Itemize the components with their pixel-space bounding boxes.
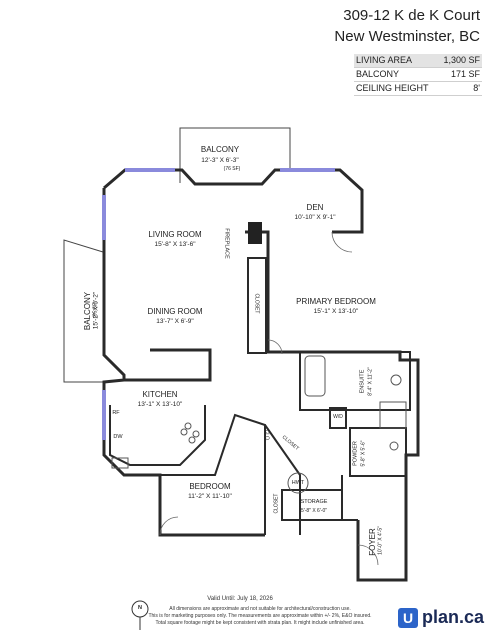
room-dim-den: 10'-10" X 9'-1"	[294, 214, 336, 221]
brand-logo-mark	[398, 608, 418, 628]
room-dim-living: 15'-8" X 13'-6"	[154, 241, 196, 248]
bathtub	[304, 355, 326, 397]
stats-row-balcony: BALCONY 171 SF	[354, 68, 482, 82]
room-name-bedroom: BEDROOM	[189, 482, 231, 491]
closet-label-1: CLOSET	[253, 293, 260, 314]
room-dim-ensuite: 8'-4" X 11'-2"	[367, 367, 374, 396]
dishwasher-label: DW	[113, 434, 123, 440]
room-area-balcony-top: (76 SF)	[223, 166, 241, 172]
room-name-kitchen: KITCHEN	[142, 390, 178, 399]
room-name-ensuite: ENSUITE	[359, 369, 366, 394]
refrigerator-label: RF	[112, 410, 120, 416]
foyer-walls	[341, 475, 358, 521]
room-dim-kitchen: 13'-1" X 13'-10"	[137, 401, 183, 408]
address-line-2: New Westminster, BC	[334, 28, 480, 45]
brand-logo-letter: U	[403, 610, 413, 626]
stove-burner-3	[184, 422, 192, 430]
exterior-wall-main	[103, 168, 364, 234]
closet-1-outline	[247, 257, 267, 354]
fireplace-label: FIREPLACE	[223, 228, 230, 259]
kitchen-sink	[111, 457, 129, 469]
hot-water-tank-label: HWT	[291, 480, 305, 486]
room-name-storage: STORAGE	[300, 499, 328, 505]
stats-row-living-area: LIVING AREA 1,300 SF	[354, 54, 482, 68]
closet-label-3: CLOSET	[273, 493, 280, 514]
room-name-dining: DINING ROOM	[147, 307, 203, 316]
stats-value: 1,300 SF	[443, 55, 480, 65]
ensuite-sink	[390, 374, 402, 386]
stats-label: LIVING AREA	[356, 55, 413, 65]
door-swing-den	[331, 231, 353, 253]
balcony-top-outline	[179, 127, 291, 183]
room-dim-powder: 5'-8" X 5'-6"	[360, 440, 367, 467]
bedroom-walls	[160, 413, 266, 535]
room-name-powder: POWDER	[352, 441, 359, 466]
stove-burner-1	[180, 428, 188, 436]
stats-label: CEILING HEIGHT	[356, 83, 429, 93]
valid-until-text: Valid Until: July 18, 2026	[207, 596, 273, 602]
wd-outline	[329, 407, 347, 429]
room-name-primary: PRIMARY BEDROOM	[296, 297, 376, 306]
brand-logo-text: plan.ca	[422, 607, 485, 627]
stats-value: 171 SF	[450, 69, 480, 79]
area-stats-table: LIVING AREA 1,300 SF BALCONY 171 SF CEIL…	[354, 54, 482, 96]
fireplace-block	[248, 222, 262, 244]
door-swing-foyer	[357, 544, 379, 566]
hwt-tank	[287, 472, 309, 494]
door-swing-bedroom	[159, 516, 179, 536]
room-name-living: LIVING ROOM	[148, 230, 202, 239]
stats-value: 8'	[473, 83, 480, 93]
room-dim-bedroom: 11'-2" X 11'-10"	[188, 493, 232, 500]
disclaimer-line-3: Total square footage might be kept consi…	[155, 620, 365, 626]
washer-dryer-label: W/D	[333, 414, 343, 420]
room-dim-foyer: 10'-0" X 4'-5"	[377, 526, 384, 555]
room-name-den: DEN	[306, 203, 324, 212]
room-dim-balcony-top: 12'-3" X 6'-3"	[201, 157, 239, 164]
stove-burner-2	[188, 436, 196, 444]
kitchen-counter	[109, 405, 206, 466]
powder-sink	[389, 441, 399, 451]
closet-label-clo: CLO.	[263, 429, 270, 442]
stove-burner-4	[192, 430, 200, 438]
disclaimer-line-1: All dimensions are approximate and not s…	[169, 606, 351, 612]
disclaimer-line-2: This is for marketing purposes only. The…	[148, 613, 372, 619]
room-dim-storage: 5'-8" X 6'-0"	[300, 508, 328, 514]
address-line-1: 309-12 K de K Court	[343, 7, 480, 24]
room-name-foyer: FOYER	[368, 528, 377, 556]
stats-row-ceiling-height: CEILING HEIGHT 8'	[354, 82, 482, 96]
room-dim-primary: 15'-1" X 13'-10"	[313, 308, 359, 315]
ensuite-outline	[299, 351, 411, 411]
interior-wall-kitchen	[124, 348, 212, 382]
exterior-wall-right	[266, 232, 420, 582]
stats-label: BALCONY	[356, 69, 400, 79]
room-area-balcony-left: (95 SF)	[92, 301, 99, 318]
door-swing-primary	[267, 339, 283, 355]
shower	[379, 401, 407, 429]
room-dim-dining: 13'-7" X 6'-9"	[156, 318, 194, 325]
powder-outline	[349, 427, 407, 477]
balcony-left-outline	[63, 239, 108, 383]
north-label: N	[138, 605, 142, 611]
room-name-balcony-top: BALCONY	[200, 145, 240, 154]
closet-2-walls	[264, 424, 301, 535]
